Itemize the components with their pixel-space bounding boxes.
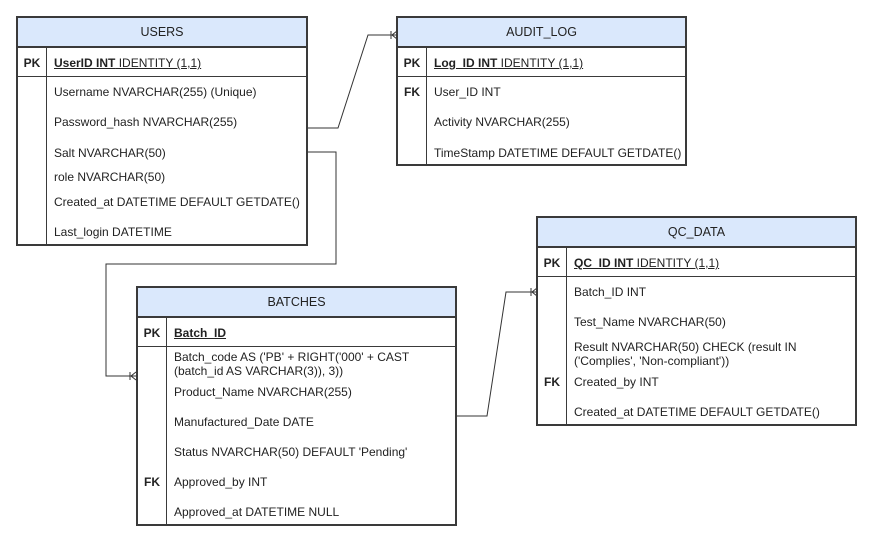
users-pk-row: PK UserID INT IDENTITY (1,1) (18, 55, 306, 71)
batches-pk-row: PK Batch_ID (138, 325, 455, 341)
users-pk-rest: IDENTITY (1,1) (115, 56, 202, 70)
pk-label: PK (403, 56, 421, 70)
connector-users-batches (105, 151, 337, 377)
pk-label: PK (23, 56, 41, 70)
users-field-password-hash: Password_hash NVARCHAR(255) (54, 115, 238, 129)
qc-data-table[interactable]: QC_DATA PK QC_ID INT IDENTITY (1,1) Batc… (536, 216, 857, 426)
pk-label: PK (143, 326, 161, 340)
batches-field-approved-by: FK Approved_by INT (138, 474, 455, 490)
qc-data-pk-rest: IDENTITY (1,1) (633, 256, 720, 270)
batches-field-approved-at: Approved_at DATETIME NULL (174, 505, 340, 519)
pk-label: PK (543, 256, 561, 270)
users-table-title: USERS (18, 18, 306, 48)
batches-table[interactable]: BATCHES PK Batch_ID Batch_code AS ('PB' … (136, 286, 457, 526)
users-field-role: role NVARCHAR(50) (54, 170, 166, 184)
connector-batches-qc-data (457, 291, 537, 417)
qc-data-field-created-at: Created_at DATETIME DEFAULT GETDATE() (574, 405, 820, 419)
users-table[interactable]: USERS PK UserID INT IDENTITY (1,1) Usern… (16, 16, 308, 246)
users-field-created-at: Created_at DATETIME DEFAULT GETDATE() (54, 195, 300, 209)
audit-log-pk-name: Log_ID INT (434, 56, 498, 70)
qc-data-field-created-by: FK Created_by INT (538, 374, 855, 390)
fk-label: FK (404, 85, 420, 99)
qc-data-table-title: QC_DATA (538, 218, 855, 248)
qc-data-pk-row: PK QC_ID INT IDENTITY (1,1) (538, 255, 855, 271)
batches-table-title: BATCHES (138, 288, 455, 318)
qc-data-pk-name: QC_ID INT (574, 256, 634, 270)
fk-label: FK (544, 375, 560, 389)
audit-log-table[interactable]: AUDIT_LOG PK Log_ID INT IDENTITY (1,1) F… (396, 16, 687, 166)
users-pk-name: UserID INT (54, 56, 116, 70)
audit-log-field-timestamp: TimeStamp DATETIME DEFAULT GETDATE() (434, 146, 682, 160)
batches-pk-name: Batch_ID (174, 326, 227, 340)
users-field-username: Username NVARCHAR(255) (Unique) (54, 85, 257, 99)
batches-field-manufactured-date: Manufactured_Date DATE (174, 415, 314, 429)
qc-data-field-batch-id: Batch_ID INT (574, 285, 647, 299)
audit-log-field-user-id: FK User_ID INT (398, 84, 685, 100)
audit-log-pk-rest: IDENTITY (1,1) (497, 56, 584, 70)
users-field-last-login: Last_login DATETIME (54, 225, 172, 239)
audit-log-pk-row: PK Log_ID INT IDENTITY (1,1) (398, 55, 685, 71)
users-field-salt: Salt NVARCHAR(50) (54, 146, 166, 160)
fk-label: FK (144, 475, 160, 489)
batches-field-status: Status NVARCHAR(50) DEFAULT 'Pending' (174, 445, 408, 459)
audit-log-field-activity: Activity NVARCHAR(255) (434, 115, 570, 129)
batches-field-product-name: Product_Name NVARCHAR(255) (174, 385, 352, 399)
connector-users-audit-log (308, 34, 397, 129)
qc-data-field-test-name: Test_Name NVARCHAR(50) (574, 315, 726, 329)
audit-log-table-title: AUDIT_LOG (398, 18, 685, 48)
